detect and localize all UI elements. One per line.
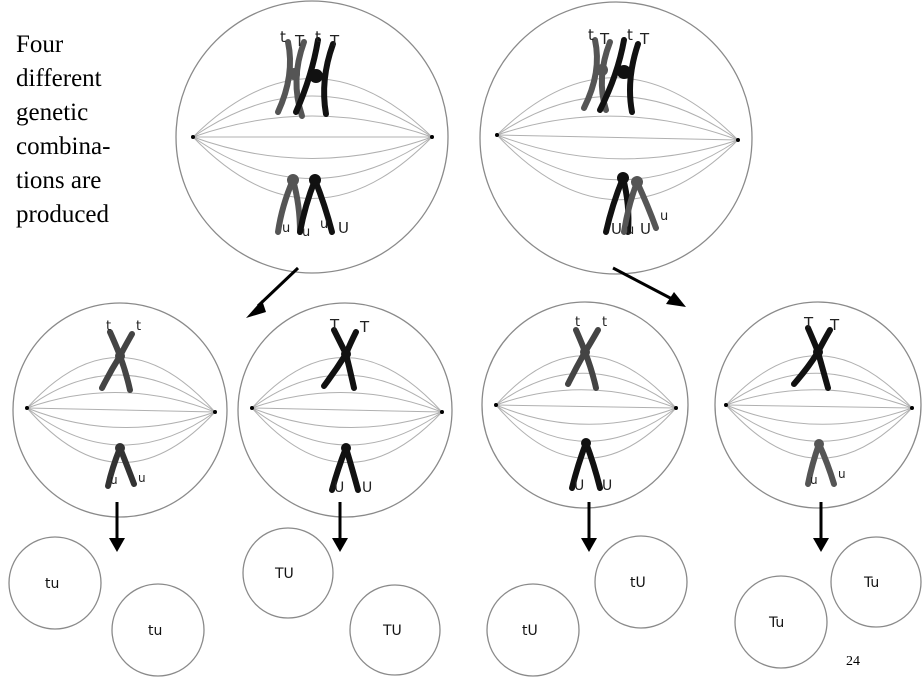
spindle xyxy=(496,77,739,201)
allele-label: T xyxy=(294,32,305,50)
allele-label: u xyxy=(626,223,634,238)
spindle xyxy=(251,357,443,463)
allele-label: u xyxy=(110,473,118,487)
chromatid-top xyxy=(565,327,601,391)
gamete: Tu xyxy=(734,575,828,669)
gamete-label: Tu xyxy=(863,575,879,591)
caption-line: produced xyxy=(16,201,110,228)
allele-label: t xyxy=(315,28,321,46)
centrosome-right xyxy=(736,138,740,142)
caption-line: combina- xyxy=(16,133,111,160)
allele-label: T xyxy=(359,318,370,336)
gamete: tU xyxy=(594,535,688,629)
chromatid-bottom xyxy=(105,443,137,489)
allele-label: t xyxy=(575,315,580,330)
chromatid-bottom xyxy=(805,439,837,487)
allele-label: u xyxy=(282,221,290,236)
allele-label: t xyxy=(588,26,594,44)
allele-label: U xyxy=(574,478,584,494)
allele-label: U xyxy=(338,219,349,237)
chromosome-pair-bottom xyxy=(275,174,335,235)
allele-label: t xyxy=(602,315,607,330)
centrosome-right xyxy=(430,135,434,139)
allele-label: u xyxy=(320,217,328,232)
meiosis-ii-cell-2: T T U U xyxy=(237,302,453,518)
allele-label: u xyxy=(138,471,146,485)
chromosome-pair-top xyxy=(581,37,641,115)
allele-label: U xyxy=(334,480,344,496)
allele-label: U xyxy=(611,220,622,238)
allele-label: t xyxy=(136,319,141,334)
caption-line: different xyxy=(16,65,102,92)
spindle xyxy=(495,355,677,459)
meiosis-i-cell-2: t T t T U u U u xyxy=(479,1,753,275)
page-number: 24 xyxy=(846,654,860,669)
allele-label: u xyxy=(838,467,846,481)
allele-label: T xyxy=(329,32,340,50)
gamete-label: TU xyxy=(274,566,294,582)
chromatid-bottom xyxy=(569,438,603,491)
chromatid-bottom xyxy=(329,443,361,493)
chromosome-pair-top xyxy=(275,37,336,119)
gamete: tU xyxy=(486,583,580,677)
chromatid-top xyxy=(99,329,135,393)
gamete-label: Tu xyxy=(768,615,784,631)
arrow-meiosis-i-left xyxy=(246,266,300,318)
meiosis-ii-cell-3: t t U U xyxy=(481,301,689,509)
allele-label: u xyxy=(302,225,310,240)
allele-label: T xyxy=(599,30,610,48)
centrosome-left xyxy=(495,133,499,137)
allele-label: T xyxy=(639,30,650,48)
allele-label: T xyxy=(329,316,340,334)
chromosome-pair-bottom xyxy=(603,172,659,235)
arrow-meiosis-i-right xyxy=(612,266,686,307)
gamete-label: tu xyxy=(148,623,162,639)
chromatid-top xyxy=(321,327,359,391)
gamete: TU xyxy=(242,527,334,619)
meiosis-ii-cell-4: T T u u xyxy=(714,301,922,509)
spindle xyxy=(192,78,433,199)
gamete: Tu xyxy=(830,536,922,628)
meiosis-ii-cell-1: t t u u xyxy=(12,302,228,518)
gamete-label: tU xyxy=(630,575,646,591)
allele-label: T xyxy=(803,314,814,332)
caption-text: Four different genetic combina- tions ar… xyxy=(16,28,166,232)
allele-label: t xyxy=(106,319,111,334)
spindle xyxy=(725,355,913,459)
gamete-label: TU xyxy=(382,623,402,639)
gamete: tu xyxy=(111,583,205,677)
gamete: tu xyxy=(8,536,102,630)
gamete: TU xyxy=(349,584,441,676)
allele-label: T xyxy=(829,316,840,334)
caption-line: Four xyxy=(16,31,64,58)
arrow-to-gametes-3 xyxy=(581,502,597,552)
allele-label: U xyxy=(602,478,612,494)
gamete-label: tu xyxy=(45,576,59,592)
chromatid-top xyxy=(791,325,833,391)
allele-label: U xyxy=(362,480,372,496)
gamete-label: tU xyxy=(522,623,538,639)
caption-line: tions are xyxy=(16,167,102,194)
allele-label: t xyxy=(627,26,633,44)
caption-line: genetic xyxy=(16,99,89,126)
centrosome-left xyxy=(191,135,195,139)
meiosis-i-cell-1: t T t T u u u U xyxy=(175,0,449,274)
arrow-to-gametes-2 xyxy=(332,502,348,552)
allele-label: U xyxy=(640,220,651,238)
arrow-to-gametes-1 xyxy=(109,502,125,552)
allele-label: u xyxy=(810,473,818,487)
allele-label: u xyxy=(660,209,668,224)
allele-label: t xyxy=(280,28,286,46)
arrow-to-gametes-4 xyxy=(813,502,829,552)
